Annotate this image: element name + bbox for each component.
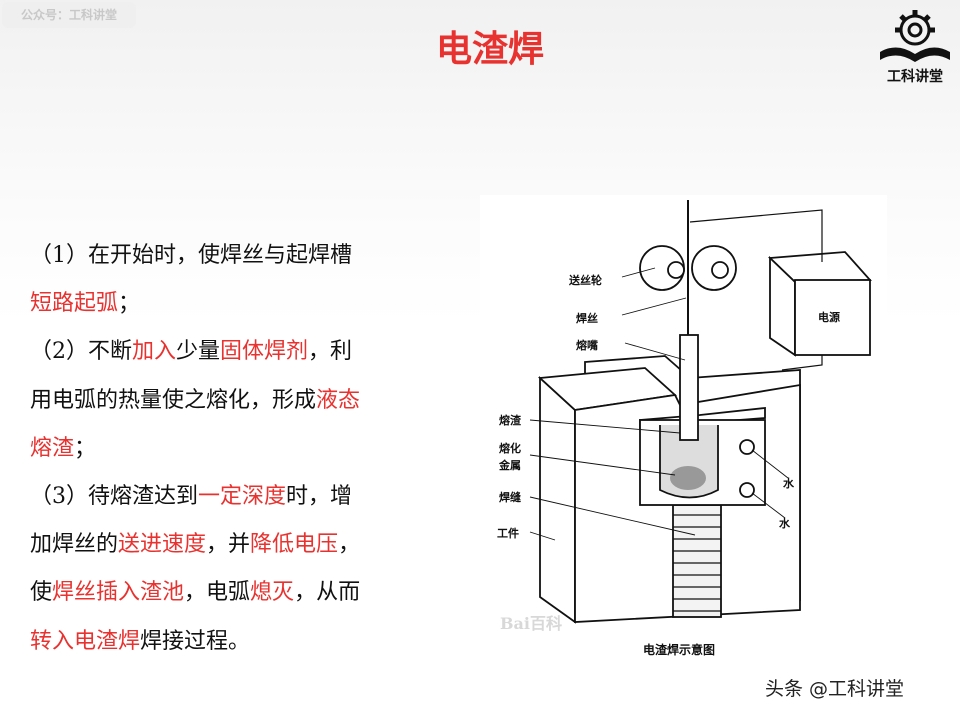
label-molten-1: 熔化	[499, 442, 521, 455]
weld-seam	[672, 504, 722, 618]
highlight-text: 短路起弧	[30, 291, 119, 317]
highlight-text: 熄灭	[250, 580, 295, 606]
text-line: （1）在开始时，使焊丝与起焊槽	[30, 232, 470, 280]
highlight-text: 液态	[316, 387, 361, 413]
body-text: （1）在开始时，使焊丝与起焊槽短路起弧；（2）不断加入少量固体焊剂，利用电弧的热…	[30, 232, 470, 666]
workpiece-side	[539, 375, 576, 624]
label-water: 水	[779, 517, 790, 530]
plain-text: （2）不断	[30, 339, 132, 365]
page-title: 电渣焊	[435, 29, 544, 70]
label-slag: 熔渣	[499, 414, 521, 427]
account-badge: 公众号：工科讲堂	[2, 2, 136, 28]
gear-book-icon	[880, 10, 950, 62]
plain-text: ，从而	[294, 580, 361, 606]
plain-text: 加焊丝的	[30, 532, 119, 558]
text-line: 熔渣；	[30, 425, 470, 473]
label-workpiece: 工件	[497, 527, 519, 540]
text-line: 短路起弧；	[30, 280, 470, 328]
footer-watermark: 头条 @工科讲堂	[765, 678, 905, 700]
highlight-text: 加入	[132, 339, 177, 365]
highlight-text: 熔渣	[30, 435, 75, 461]
text-line: （2）不断加入少量固体焊剂，利	[30, 328, 470, 376]
text-line: 使焊丝插入渣池，电弧熄灭，从而	[30, 569, 470, 617]
leader-lines	[529, 267, 789, 541]
label-wire: 焊丝	[576, 312, 598, 325]
label-weld: 焊缝	[499, 491, 521, 504]
text-line: 加焊丝的送进速度，并降低电压，	[30, 521, 470, 569]
plain-text: ；	[118, 291, 141, 317]
highlight-text: 降低电压	[250, 532, 339, 558]
label-nozzle: 熔嘴	[576, 339, 598, 352]
highlight-text: 一定深度	[198, 483, 287, 509]
text-line: （3）待熔渣达到一定深度时，增	[30, 473, 470, 521]
highlight-text: 固体焊剂	[220, 339, 309, 365]
plain-text: ，利	[308, 339, 353, 365]
label-power: 电源	[818, 311, 840, 324]
baidu-watermark: Bai百科	[500, 614, 562, 633]
text-line: 用电弧的热量使之熔化，形成液态	[30, 377, 470, 425]
highlight-text: 转入电渣焊	[30, 628, 141, 654]
plain-text: ，并	[206, 532, 251, 558]
power-box	[794, 279, 871, 356]
molten-metal	[670, 466, 706, 490]
plain-text: 少量	[176, 339, 221, 365]
plain-text: （3）待熔渣达到	[30, 483, 198, 509]
label-water: 水	[783, 477, 794, 490]
weld-ripples	[673, 514, 721, 612]
highlight-text: 焊丝插入渣池	[52, 580, 185, 606]
plain-text: 焊接过程。	[140, 628, 251, 654]
diagram-caption: 电渣焊示意图	[643, 643, 716, 657]
plain-text: 用电弧的热量使之熔化，形成	[30, 387, 317, 413]
highlight-text: 送进速度	[118, 532, 207, 558]
label-molten-2: 金属	[499, 459, 521, 472]
label-feed-roller: 送丝轮	[569, 274, 602, 287]
plain-text: ，	[338, 532, 361, 558]
plain-text: ；	[74, 435, 97, 461]
plain-text: （1）在开始时，使焊丝与起焊槽	[30, 243, 352, 268]
text-line: 转入电渣焊焊接过程。	[30, 618, 470, 666]
plain-text: ，电弧	[184, 580, 251, 606]
logo-text: 工科讲堂	[887, 69, 943, 85]
nozzle	[679, 334, 699, 441]
plain-text: 时，增	[286, 483, 353, 509]
plain-text: 使	[30, 580, 53, 606]
